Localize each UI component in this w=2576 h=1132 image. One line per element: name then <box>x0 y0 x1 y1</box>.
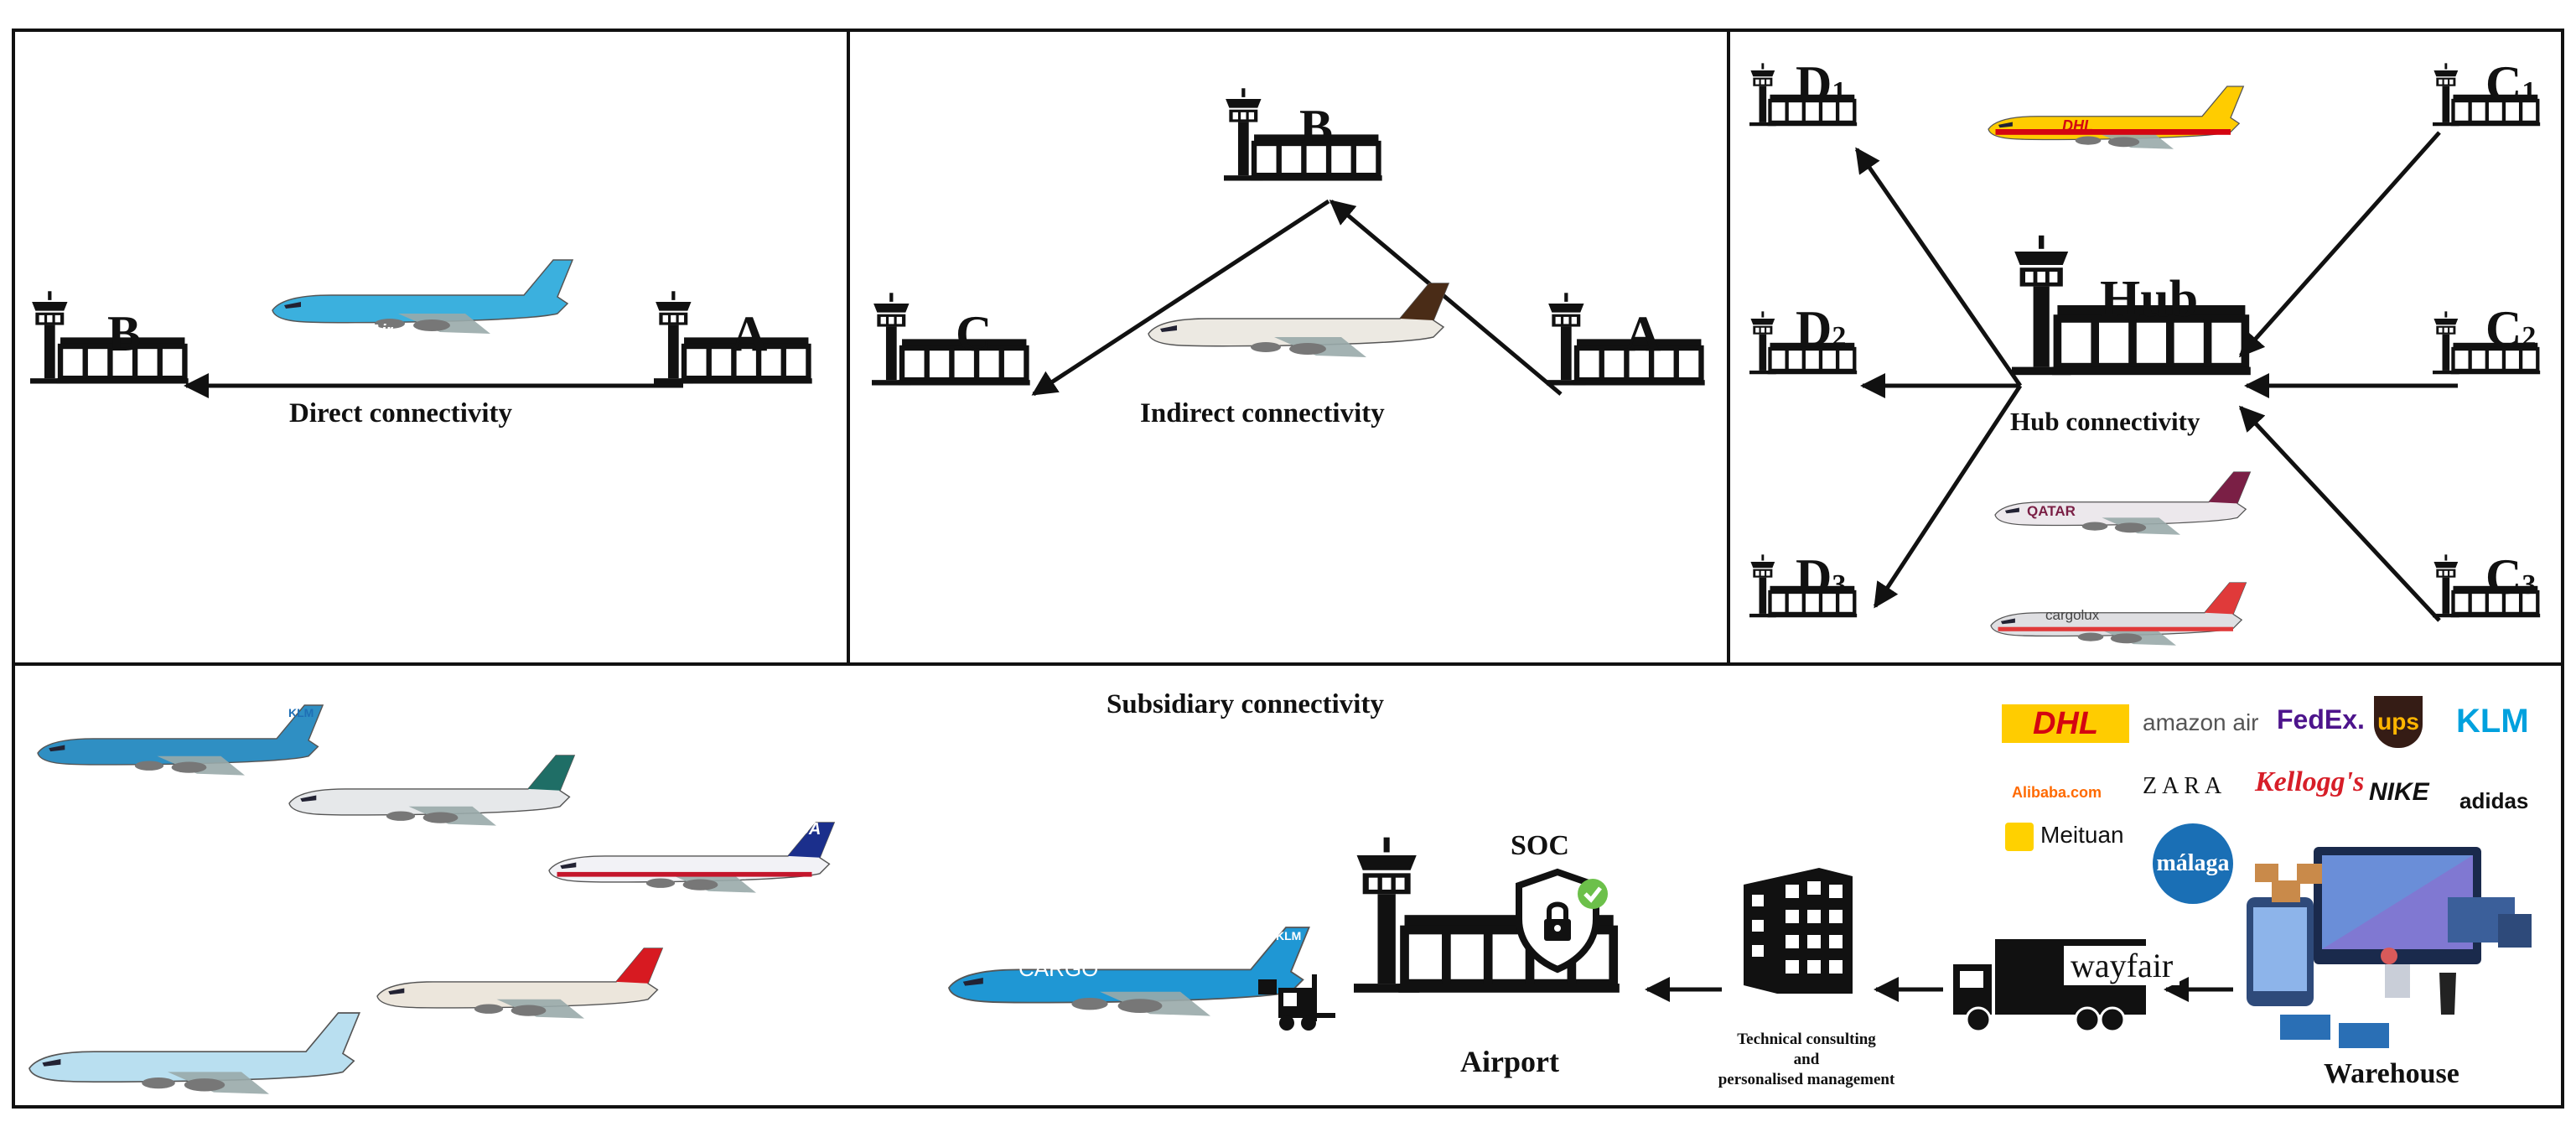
hub-arrow-d3 <box>1873 384 2023 609</box>
panel-subsidiary <box>12 662 2564 1109</box>
node-a2-label: A <box>1625 306 1661 361</box>
soc-label: SOC <box>1511 830 1569 861</box>
node-c1-label: C1 <box>2485 56 2537 112</box>
node-d1-label: D1 <box>1796 56 1847 112</box>
office-building-icon <box>1744 868 1853 994</box>
node-top-b-label: B <box>1299 100 1334 155</box>
node-c2-label: C2 <box>2485 301 2537 356</box>
subsidiary-caption: Subsidiary connectivity <box>1107 689 1384 719</box>
nca-plane-icon <box>548 822 835 894</box>
nca-livery-text: NCA <box>785 820 822 839</box>
indirect-caption: Indirect connectivity <box>1140 398 1385 428</box>
ups-plane-icon <box>1148 283 1449 358</box>
airport-c-icon <box>872 293 1030 385</box>
fedex-logo: FedEx. <box>2277 704 2365 735</box>
klm-cargo-plane-1-icon <box>37 704 324 776</box>
kelloggs-logo: Kellogg's <box>2255 766 2365 797</box>
klm-logo-livery-1: KLM <box>288 706 314 719</box>
cargolux-livery-text: cargolux <box>2045 607 2100 623</box>
klm-cargo-plane-2-icon <box>948 927 1310 1017</box>
indirect-arrow-from-a <box>1329 200 1563 396</box>
hub-label: Hub <box>2100 271 2199 328</box>
node-b-label: B <box>107 306 142 361</box>
hub-caption: Hub connectivity <box>2010 407 2200 436</box>
check-badge-icon <box>1578 879 1608 909</box>
node-d2-label: D2 <box>1796 301 1847 356</box>
cargolux-plane-icon <box>1990 582 2247 646</box>
klm-cargo-livery-text-2: CARGO <box>1018 956 1099 981</box>
klm-cargo-livery-text-1: CARGO <box>92 723 154 741</box>
dhl-logo: DHL <box>2002 704 2129 743</box>
klm-logo-livery-2: KLM <box>1276 929 1302 942</box>
qatar-plane-icon <box>1994 471 2251 536</box>
node-c3-label: C3 <box>2485 549 2537 605</box>
dhl-plane-icon <box>1988 86 2244 150</box>
hub-arrow-c1 <box>2239 131 2441 358</box>
hub-arrow-d1 <box>1854 147 2023 387</box>
prime-air-plane-icon <box>272 259 573 335</box>
node-d3-label: D3 <box>1796 549 1847 605</box>
amazon-air-logo: amazon air <box>2143 709 2259 735</box>
meituan-mark-icon <box>2005 822 2034 851</box>
forklift-icon <box>1258 974 1335 1031</box>
nike-logo: NIKE <box>2369 778 2429 806</box>
klm-logo: KLM <box>2456 703 2529 740</box>
hub-arrow-c3 <box>2238 405 2441 622</box>
consulting-label: Technical consulting and personalised ma… <box>1718 1031 1895 1088</box>
prime-air-livery-text: Prime Air <box>319 322 393 340</box>
meituan-logo: Meituan <box>2005 822 2124 851</box>
dhl-livery-text: DHL <box>2062 117 2093 134</box>
qatar-livery-text: QATAR <box>2027 503 2076 519</box>
emirates-plane-icon <box>376 948 663 1020</box>
airport-label: Airport <box>1460 1045 1559 1078</box>
zara-logo: ZARA <box>2143 773 2227 799</box>
adidas-logo: adidas <box>2459 788 2529 813</box>
direct-caption: Direct connectivity <box>289 398 513 428</box>
truck-brand-text: wayfair <box>2064 946 2180 985</box>
indirect-arrow-to-c <box>1031 199 1330 397</box>
warehouse-illustration-icon <box>2247 847 2532 1048</box>
cathay-plane-icon <box>288 755 575 827</box>
alibaba-logo: Alibaba.com <box>2012 784 2102 801</box>
warehouse-label: Warehouse <box>2324 1058 2459 1089</box>
malaga-logo: málaga <box>2153 823 2233 904</box>
node-a-label: A <box>731 306 768 361</box>
ups-logo: ups <box>2374 696 2423 748</box>
korean-air-plane-icon <box>29 1012 360 1095</box>
soc-shield-icon <box>1516 868 1608 974</box>
node-c-label: C <box>956 306 993 361</box>
